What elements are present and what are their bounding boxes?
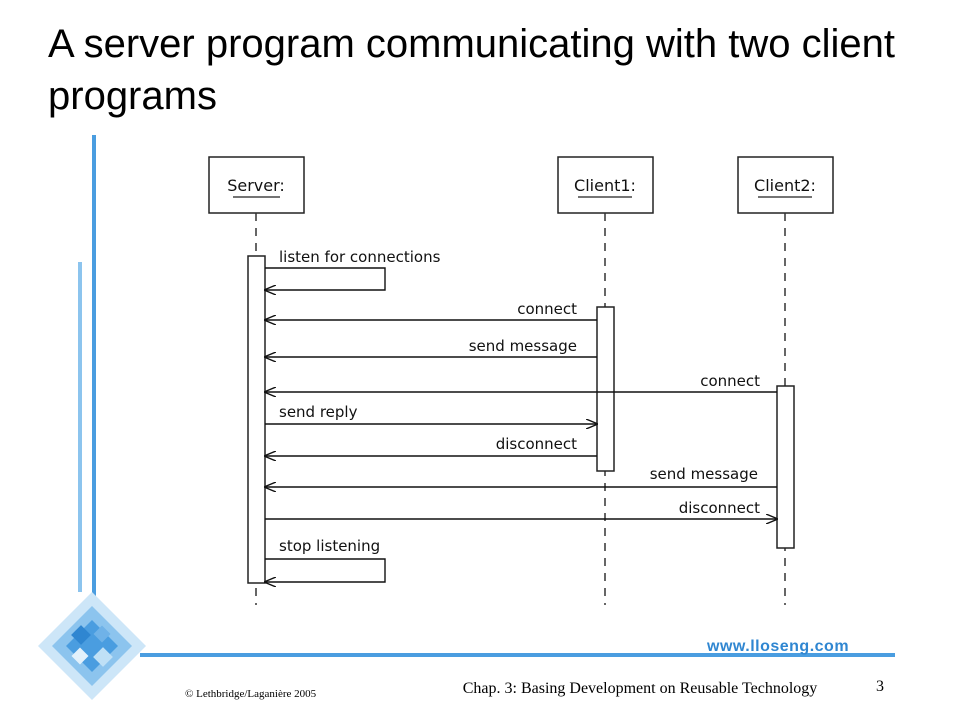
message-send-reply: send reply xyxy=(265,403,597,424)
message-stop-listening: stop listening xyxy=(265,537,386,582)
message-send-message-client2: send message xyxy=(265,465,777,487)
svg-text:send reply: send reply xyxy=(279,403,358,421)
copyright-notice: © Lethbridge/Laganière 2005 xyxy=(185,688,317,700)
svg-text:connect: connect xyxy=(517,300,577,318)
decorative-vertical-line-light xyxy=(78,262,82,592)
website-url[interactable]: www.lloseng.com xyxy=(707,638,850,655)
svg-text:listen for connections: listen for connections xyxy=(279,248,441,266)
message-listen-for-connections: listen for connections xyxy=(265,248,441,290)
client1-object-label: Client1: xyxy=(574,176,636,195)
svg-text:stop listening: stop listening xyxy=(279,537,380,555)
slide-title: A server program communicating with two … xyxy=(48,22,895,118)
server-activation-bar xyxy=(247,255,266,584)
diamond-logo-icon xyxy=(38,592,146,700)
message-disconnect-client2: disconnect xyxy=(265,499,777,519)
message-disconnect-client1: disconnect xyxy=(265,435,597,456)
server-object-label: Server: xyxy=(227,176,285,195)
svg-text:disconnect: disconnect xyxy=(496,435,577,453)
message-send-message-client1: send message xyxy=(265,337,597,357)
decorative-horizontal-line xyxy=(140,653,895,657)
decorative-vertical-line xyxy=(92,135,96,630)
page-number: 3 xyxy=(876,678,884,695)
svg-text:disconnect: disconnect xyxy=(679,499,760,517)
client1-activation-bar xyxy=(596,306,615,472)
footer-chapter-title: Chap. 3: Basing Development on Reusable … xyxy=(462,680,818,697)
svg-text:send message: send message xyxy=(469,337,577,355)
message-connect-client2: connect xyxy=(265,372,777,392)
client1-object-box xyxy=(557,156,654,214)
message-connect-client1: connect xyxy=(265,300,597,320)
svg-text:send message: send message xyxy=(650,465,758,483)
client2-object-label: Client2: xyxy=(754,176,816,195)
svg-text:connect: connect xyxy=(700,372,760,390)
client2-activation-bar xyxy=(776,385,795,549)
